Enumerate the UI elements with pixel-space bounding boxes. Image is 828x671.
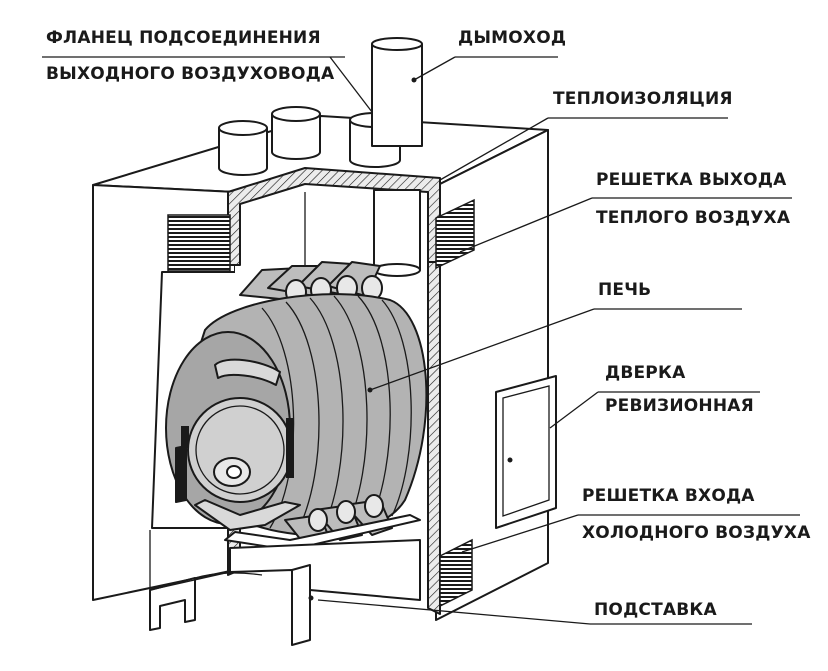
label-door-line1: ДВЕРКА <box>605 363 686 383</box>
label-outlet-grille-line1: РЕШЕТКА ВЫХОДА <box>596 170 787 190</box>
flange-pipe-2 <box>271 106 321 160</box>
label-insulation: ТЕПЛОИЗОЛЯЦИЯ <box>553 89 733 109</box>
casing-right-side <box>435 129 549 621</box>
label-stove: ПЕЧЬ <box>598 280 651 300</box>
flange-pipe-1 <box>218 120 268 176</box>
stove-door <box>187 397 293 503</box>
labels: ФЛАНЕЦ ПОДСОЕДИНЕНИЯ ВЫХОДНОГО ВОЗДУХОВО… <box>46 28 811 620</box>
outlet-grille-left <box>167 214 231 272</box>
revision-door <box>495 375 557 529</box>
inlet-grille <box>439 538 473 608</box>
stand <box>149 539 421 646</box>
outlet-grille-right <box>435 198 475 270</box>
label-chimney: ДЫМОХОД <box>458 28 566 48</box>
label-flange-line1: ФЛАНЕЦ ПОДСОЕДИНЕНИЯ <box>46 28 321 48</box>
label-inlet-grille-line2: ХОЛОДНОГО ВОЗДУХА <box>582 523 811 543</box>
stove <box>165 261 428 551</box>
label-flange-line2: ВЫХОДНОГО ВОЗДУХОВОДА <box>46 64 335 84</box>
leader-lines <box>42 56 800 625</box>
label-stand: ПОДСТАВКА <box>594 600 718 620</box>
label-inlet-grille-line1: РЕШЕТКА ВХОДА <box>582 486 755 506</box>
label-door-line2: РЕВИЗИОННАЯ <box>605 396 754 416</box>
label-outlet-grille-line2: ТЕПЛОГО ВОЗДУХА <box>596 208 791 228</box>
chimney-pipe <box>371 37 423 277</box>
